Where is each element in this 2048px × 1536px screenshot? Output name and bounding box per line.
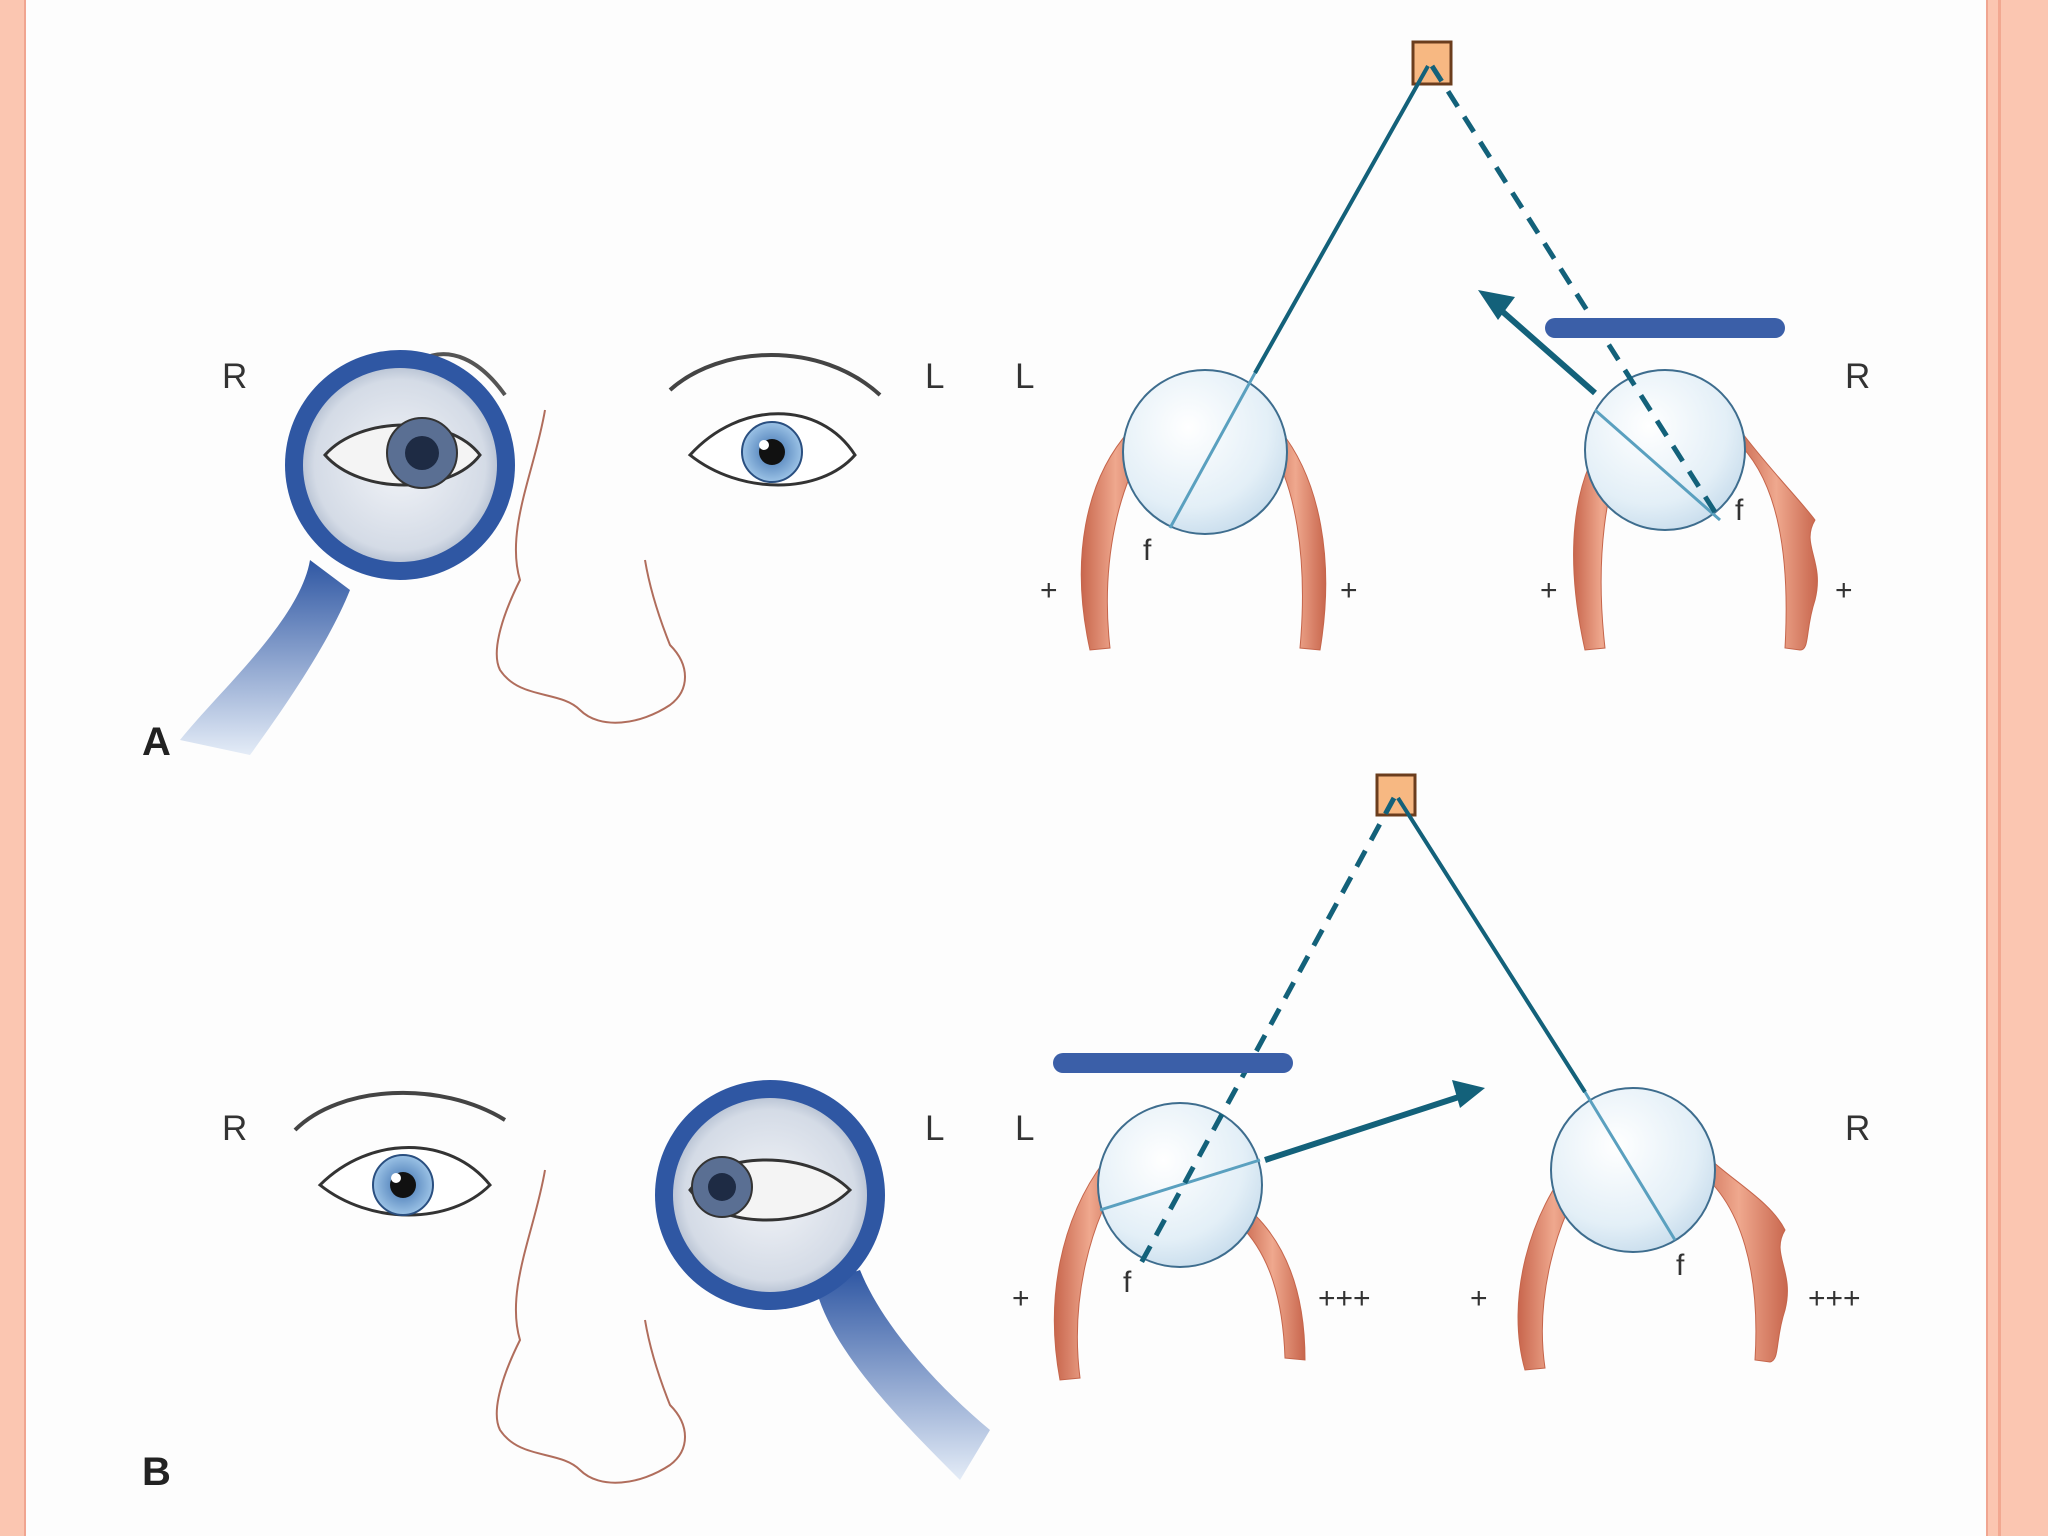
schematic-label-l: L bbox=[1015, 1109, 1034, 1148]
fixation-target bbox=[1411, 40, 1453, 86]
muscle-label: + bbox=[1540, 574, 1558, 607]
muscle-label: + bbox=[1470, 1282, 1488, 1315]
visual-axis-solid bbox=[1253, 65, 1430, 374]
occluder-bar bbox=[1053, 1053, 1293, 1073]
face-label-l: L bbox=[925, 1109, 944, 1148]
eye-open bbox=[293, 1090, 507, 1217]
fovea-label: f bbox=[1676, 1249, 1685, 1282]
slide-border-rule bbox=[1998, 0, 2001, 1536]
visual-axis-dashed bbox=[1429, 64, 1723, 522]
panel-a: R L L R A f + + f + + bbox=[142, 40, 1870, 764]
fovea-label: f bbox=[1123, 1266, 1132, 1299]
deviation-arrow bbox=[1493, 302, 1597, 396]
schematic-eye-left: f + + bbox=[1040, 369, 1358, 651]
occluder-bar bbox=[1545, 318, 1785, 338]
muscle-label: + bbox=[1340, 574, 1358, 607]
magnifier-icon bbox=[655, 1080, 990, 1480]
muscle-label: + bbox=[1012, 1282, 1030, 1315]
schematic-eye-right: f + +++ bbox=[1470, 1087, 1861, 1371]
magnifier-icon bbox=[180, 350, 515, 755]
visual-axis-dashed bbox=[1137, 796, 1397, 1267]
visual-axis-solid bbox=[1396, 796, 1587, 1094]
slide-background bbox=[24, 0, 1988, 1536]
schematic-label-l: L bbox=[1015, 357, 1034, 396]
face-label-l: L bbox=[925, 357, 944, 396]
nose-outline bbox=[495, 1169, 686, 1484]
arrow-head bbox=[1452, 1080, 1485, 1108]
schematic-eye-left: f + +++ bbox=[1012, 1102, 1371, 1381]
nose-outline bbox=[495, 409, 686, 724]
muscle-label: +++ bbox=[1808, 1282, 1861, 1315]
arrow-head bbox=[1478, 290, 1515, 320]
schematic-label-r: R bbox=[1845, 357, 1870, 396]
panel-b: R L L R B f + +++ f + +++ bbox=[142, 773, 1870, 1494]
muscle-label: + bbox=[1040, 574, 1058, 607]
deviation-arrow bbox=[1264, 1092, 1466, 1163]
panel-letter-b: B bbox=[142, 1450, 171, 1494]
face-label-r: R bbox=[222, 357, 247, 396]
eye-open bbox=[668, 353, 882, 487]
schematic-eye-right: f + + bbox=[1540, 369, 1853, 651]
fixation-target bbox=[1375, 773, 1417, 817]
fovea-label: f bbox=[1143, 534, 1152, 567]
muscle-label: +++ bbox=[1318, 1282, 1371, 1315]
fovea-label: f bbox=[1735, 494, 1744, 527]
schematic-label-r: R bbox=[1845, 1109, 1870, 1148]
panel-letter-a: A bbox=[142, 720, 171, 764]
face-label-r: R bbox=[222, 1109, 247, 1148]
muscle-label: + bbox=[1835, 574, 1853, 607]
